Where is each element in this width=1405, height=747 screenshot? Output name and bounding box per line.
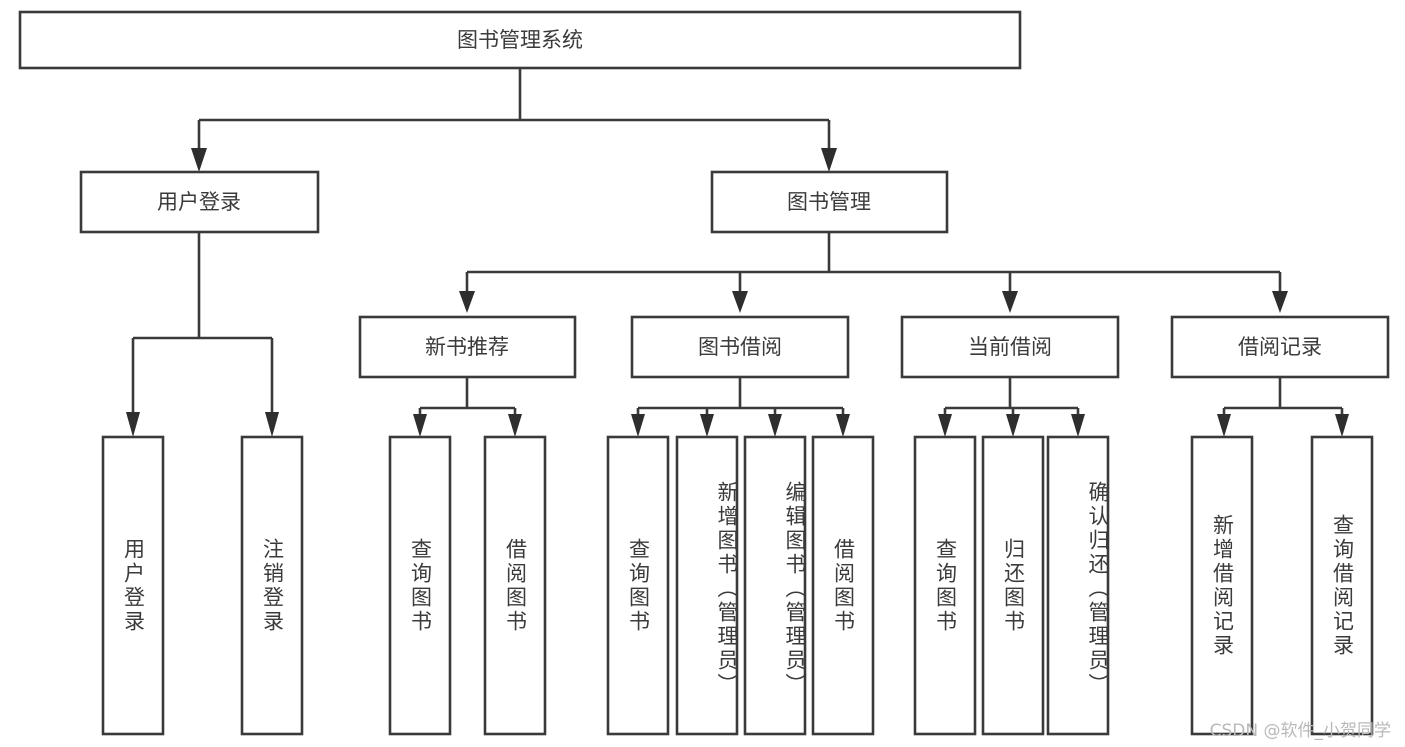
arrow-to-borrow-record [1272,291,1288,313]
arrow-to-leaf-record-add [1217,414,1231,437]
arrow-to-book-mgmt [821,148,837,172]
leaf-box-current-return-book[interactable] [981,435,1045,736]
node-layer: 图书管理系统 用户登录 图书管理 新书推荐 图书借阅 当前借阅 借阅记录 [18,10,1390,736]
node-root-label: 图书管理系统 [457,28,583,52]
arrow-to-new-book-recommend [459,291,475,313]
connector-layer [126,68,1349,437]
leaf-box-borrow-query-book[interactable] [606,435,670,736]
arrow-to-leaf-borrow-add [700,414,714,437]
arrow-to-leaf-recommend-query [413,414,427,437]
arrow-to-leaf-borrow-query [631,414,645,437]
leaf-box-record-add[interactable] [1190,435,1254,736]
arrow-to-leaf-borrow-edit [768,414,782,437]
node-new-book-recommend-box[interactable] [358,315,577,379]
node-current-borrow-box[interactable] [900,315,1120,379]
arrow-to-leaf-current-return [1006,414,1020,437]
node-user-login-box[interactable] [79,170,320,234]
node-root-box[interactable] [18,10,1022,70]
arrow-to-leaf-user-login [126,412,140,437]
node-book-mgmt-label: 图书管理 [787,190,871,214]
node-new-book-recommend-label: 新书推荐 [425,335,509,359]
leaf-box-borrow-edit-book[interactable] [743,435,807,736]
arrow-to-leaf-logout [265,412,279,437]
arrow-to-leaf-record-query [1335,414,1349,437]
arrow-to-leaf-borrow-lend [836,414,850,437]
node-borrow-record-box[interactable] [1170,315,1390,379]
arrow-to-leaf-recommend-borrow [508,414,522,437]
leaf-box-recommend-query-book[interactable] [388,435,452,736]
node-borrow-record-label: 借阅记录 [1238,335,1322,359]
arrow-to-leaf-current-query [938,414,952,437]
leaf-box-borrow-lend-book[interactable] [811,435,875,736]
leaf-box-current-confirm-return[interactable] [1046,435,1110,736]
node-book-borrow-box[interactable] [630,315,850,379]
arrow-to-leaf-current-confirm [1071,414,1085,437]
node-current-borrow-label: 当前借阅 [968,335,1052,359]
leaf-box-logout[interactable] [240,435,304,736]
leaf-box-current-query-book[interactable] [913,435,977,736]
node-user-login-label: 用户登录 [157,190,241,214]
leaf-box-user-login[interactable] [101,435,165,736]
node-book-borrow-label: 图书借阅 [698,335,782,359]
leaf-box-recommend-borrow-book[interactable] [483,435,547,736]
arrow-to-book-borrow [732,291,748,313]
leaf-box-borrow-add-book[interactable] [675,435,739,736]
leaf-box-record-query[interactable] [1310,435,1374,736]
node-book-mgmt-box[interactable] [710,170,949,234]
arrow-to-current-borrow [1002,291,1018,313]
arrow-to-user-login [191,148,207,172]
